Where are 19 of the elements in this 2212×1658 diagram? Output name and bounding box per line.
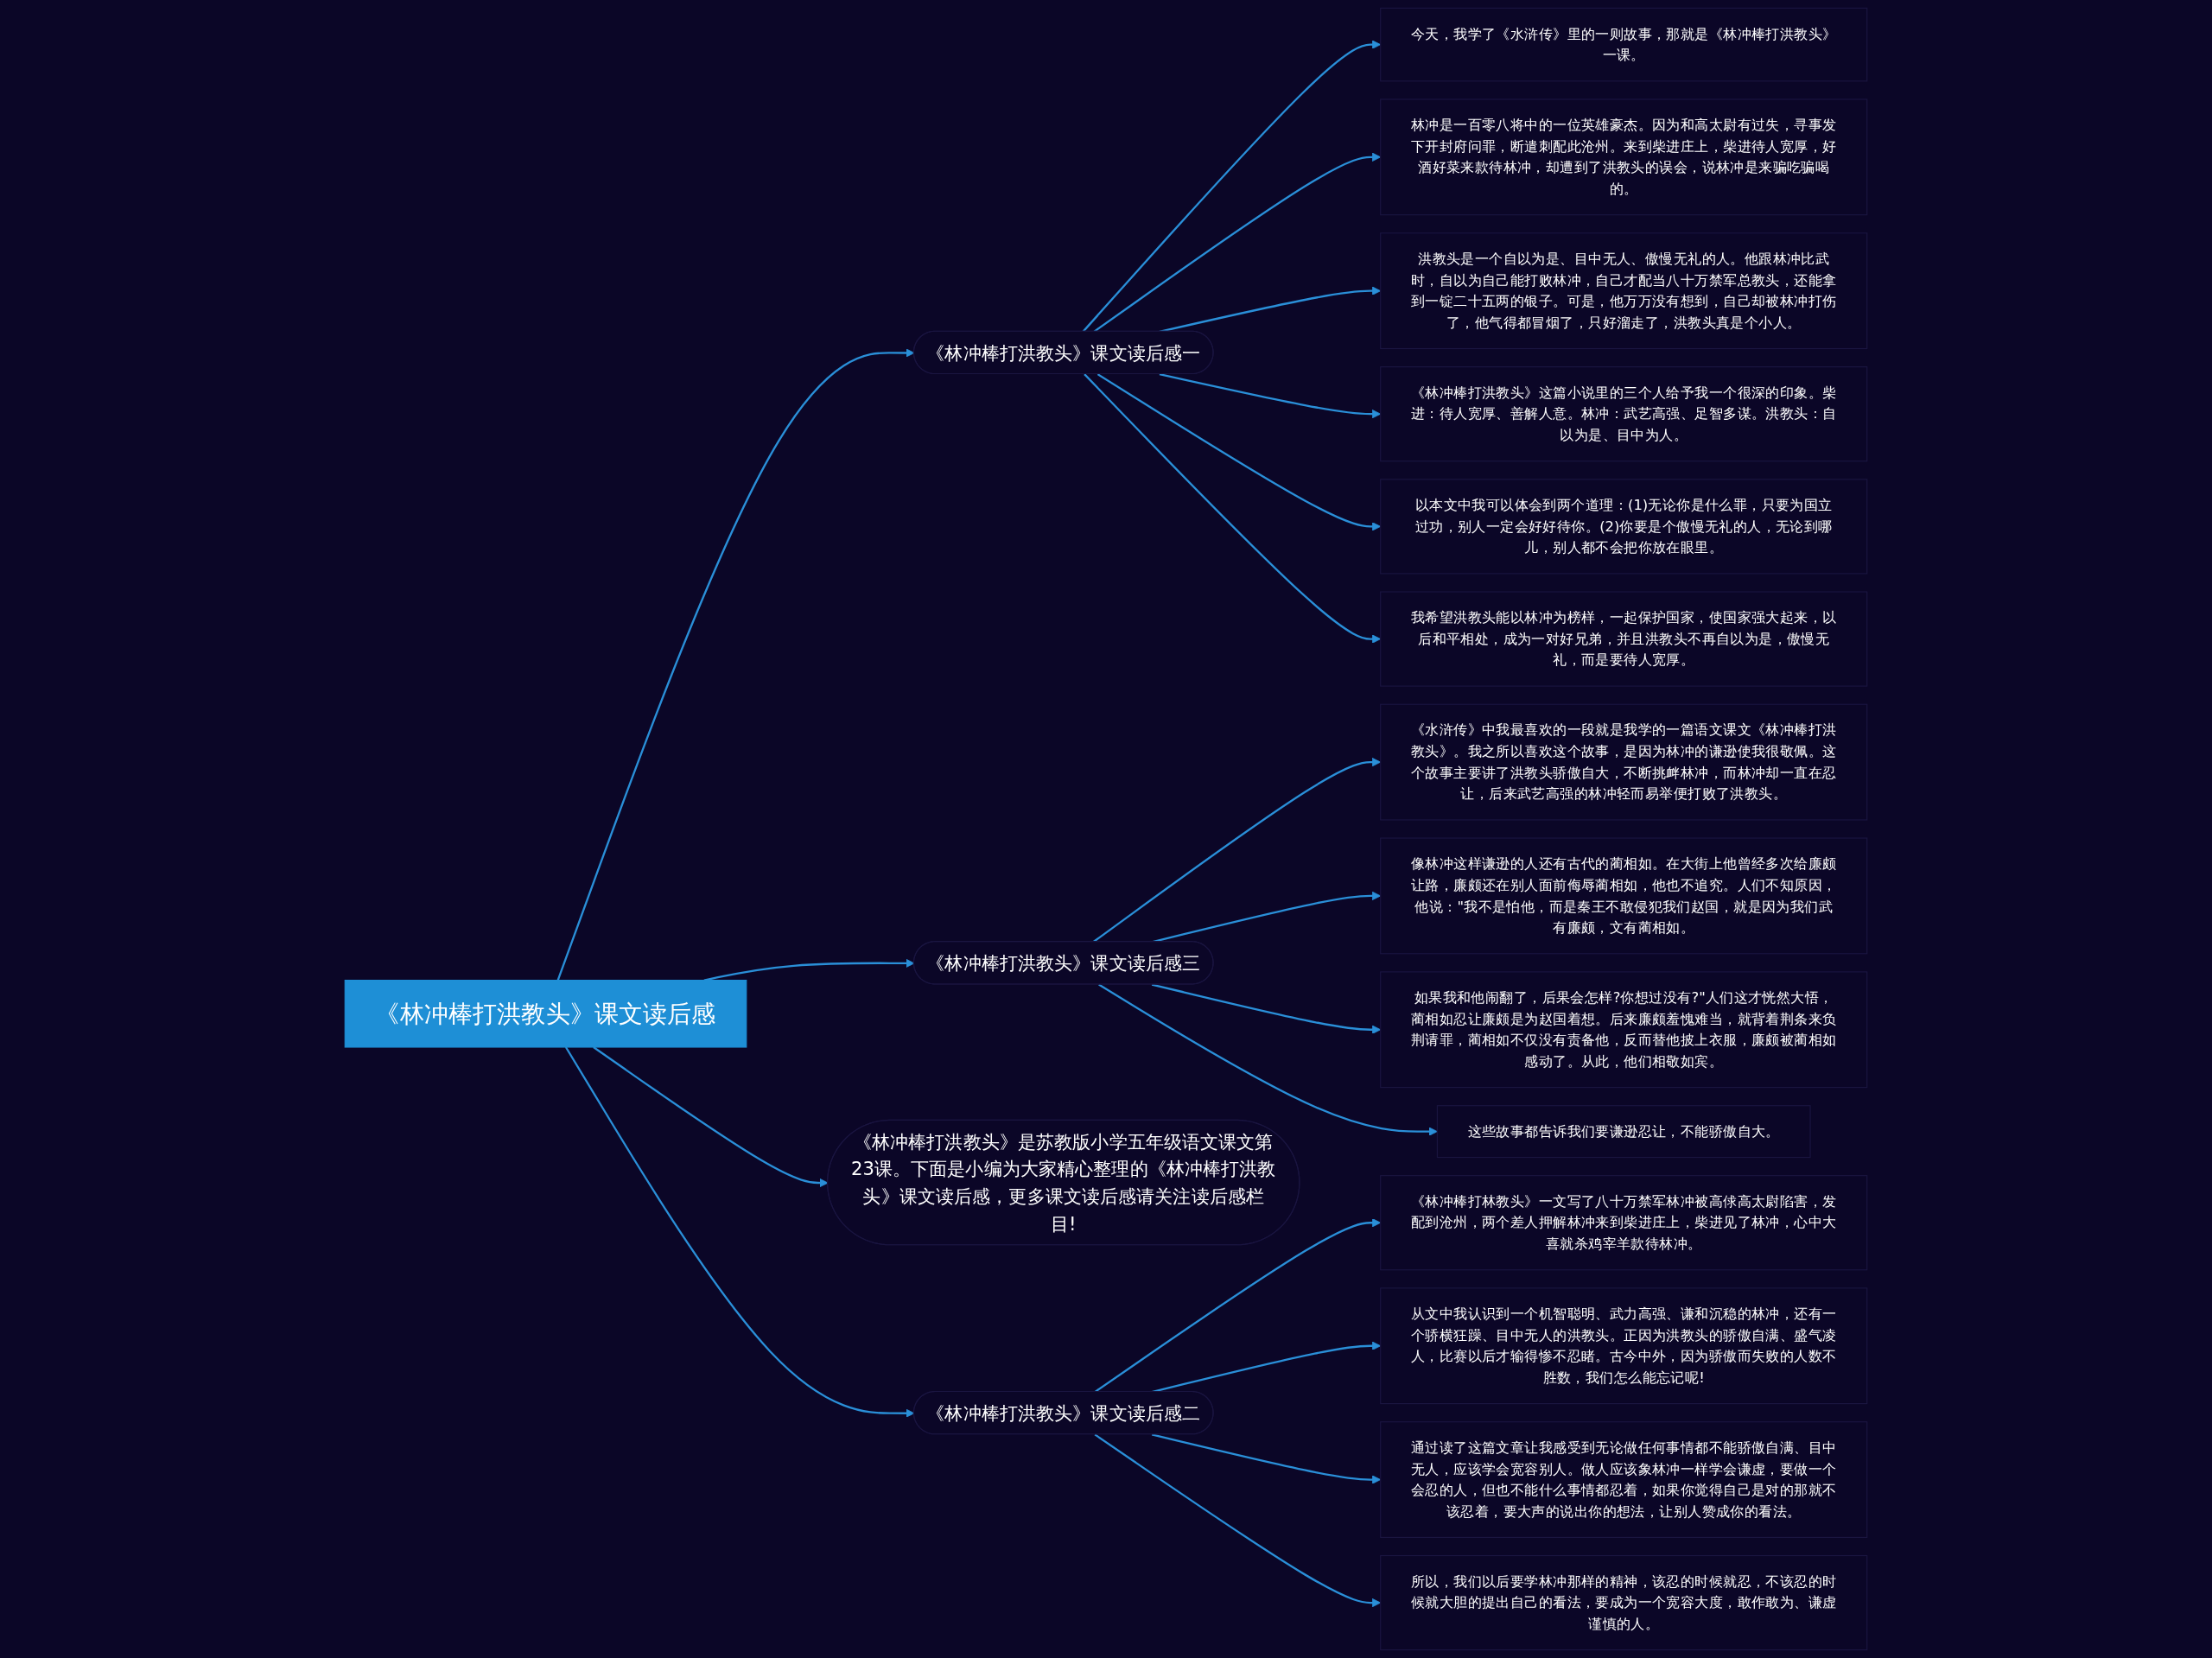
node-box: 我希望洪教头能以林冲为榜样，一起保护国家，使国家强大起来，以后和平相处，成为一对好兄弟，并且洪教头不再自以为是，傲慢无礼，而是要待人宽厚。	[1380, 591, 1868, 687]
node-text: 《林冲棒打洪教头》课文读后感一	[926, 341, 1201, 364]
node-box: 如果我和他闹翻了，后果会怎样?你想过没有?"人们这才恍然大悟，蔺相如忍让廉颇是为赵国着想。后来廉颇羞愧难当，就背着荆条来负荆请罪，蔺相如不仅没有责备他，反而替他披上衣服，廉颇被蔺相如感动了。从此，他们相敬如宾。	[1380, 971, 1868, 1089]
node-box: 《水浒传》中我最喜欢的一段就是我学的一篇语文课文《林冲棒打洪教头》。我之所以喜欢这个故事，是因为林冲的谦逊使我很敬佩。这个故事主要讲了洪教头骄傲自大，不断挑衅林冲，而林冲却一直在忍让，后来武艺高强的林冲轻而易举便打败了洪教头。	[1380, 703, 1868, 821]
node-box: 所以，我们以后要学林冲那样的精神，该忍的时候就忍，不该忍的时候就大胆的提出自己的看法，要成为一个宽容大度，敢作敢为、谦虚谨慎的人。	[1380, 1554, 1868, 1651]
arrow	[1098, 983, 1438, 1136]
node-box: 以本文中我可以体会到两个道理：(1)无论你是什么罪，只要为国立过功，别人一定会好好待你。(2)你要是个傲慢无礼的人，无论到哪儿，别人都不会把你放在眼里。	[1380, 479, 1868, 575]
node-box: 从文中我认识到一个机智聪明、武力高强、谦和沉稳的林冲，还有一个骄横狂躁、目中无人的洪教头。正因为洪教头的骄傲自满、盛气凌人，比赛以后才输得惨不忍睹。古今中外，因为骄傲而失败的人数不胜数，我们怎么能忘记呢!	[1380, 1287, 1868, 1405]
node-box: 这些故事都告诉我们要谦逊忍让，不能骄傲自大。	[1436, 1105, 1811, 1159]
node-box: 林冲是一百零八将中的一位英雄豪杰。因为和高太尉有过失，寻事发下开封府问罪，断遣刺配此沧州。来到柴进庄上，柴进待人宽厚，好酒好菜来款待林冲，却遭到了洪教头的误会，说林冲是来骗吃骗喝的。	[1380, 98, 1868, 216]
node-box: 今天，我学了《水浒传》里的一则故事，那就是《林冲棒打洪教头》一课。	[1380, 7, 1868, 82]
node-text: 《林冲棒打洪教头》课文读后感二	[926, 1401, 1201, 1424]
node-box: 《林冲棒打洪教头》课文读后感	[344, 980, 747, 1048]
node-box: 《林冲棒打洪教头》这篇小说里的三个人给予我一个很深的印象。柴进：待人宽厚、善解人意。林冲：武艺高强、足智多谋。洪教头：自以为是、目中为人。	[1380, 366, 1868, 462]
node-box: 像林冲这样谦逊的人还有古代的蔺相如。在大街上他曾经多次给廉颇让路，廉颇还在别人面前侮辱蔺相如，他也不追究。人们不知原因，他说："我不是怕他，而是秦王不敢侵犯我们赵国，就是因为我们武有廉颇，文有蔺相如。	[1380, 837, 1868, 955]
node-box: 通过读了这篇文章让我感受到无论做任何事情都不能骄傲自满、目中无人，应该学会宽容别人。做人应该象林冲一样学会谦虚，要做一个会忍的人，但也不能什么事情都忍着，如果你觉得自己是对的那就不该忍着，要大声的说出你的想法，让别人赞成你的看法。	[1380, 1421, 1868, 1538]
node-box: 洪教头是一个自以为是、目中无人、傲慢无礼的人。他跟林冲比武时，自以为自己能打败林冲，自己才配当八十万禁军总教头，还能拿到一锭二十五两的银子。可是，他万万没有想到，自己却被林冲打伤了，他气得都冒烟了，只好溜走了，洪教头真是个小人。	[1380, 232, 1868, 350]
node-text: 《林冲棒打洪教头》是苏教版小学五年级语文课文第23课。下面是小编为大家精心整理的《林冲棒打洪教头》课文读后感，更多课文读后感请关注读后感栏目!	[851, 1130, 1276, 1235]
node-box: 《林冲棒打林教头》一文写了八十万禁军林冲被高俅高太尉陷害，发配到沧州，两个差人押解林冲来到柴进庄上，柴进见了林冲，心中大喜就杀鸡宰羊款待林冲。	[1380, 1175, 1868, 1271]
